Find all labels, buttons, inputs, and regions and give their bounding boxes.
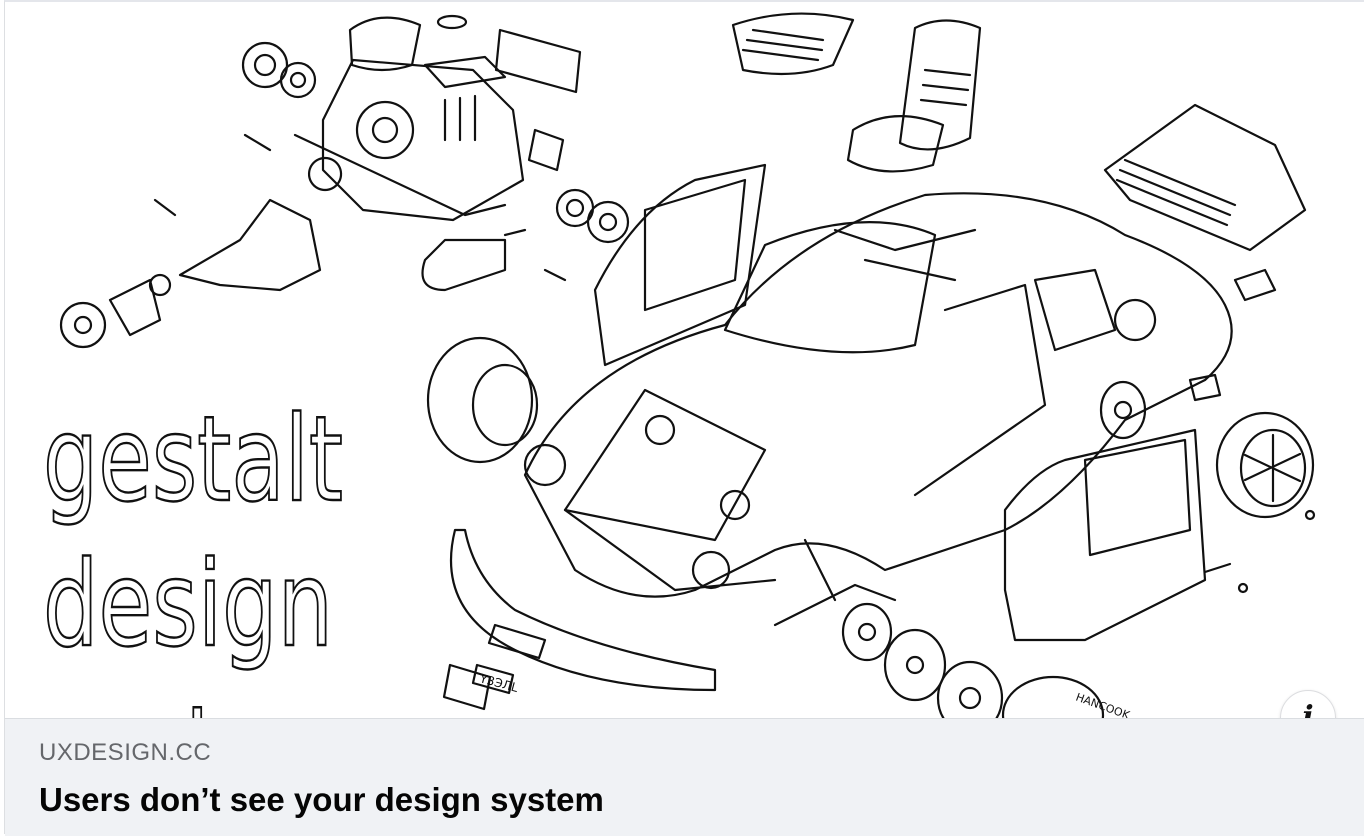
small-parts-drawing — [1188, 268, 1316, 594]
overlay-line-3: systems — [43, 680, 403, 718]
wheels-drawing — [426, 336, 1315, 718]
engine-lid-drawing — [1103, 103, 1307, 252]
doors-drawing — [593, 163, 1207, 642]
overlay-line-1: gestalt — [43, 390, 343, 528]
link-preview-image[interactable]: gestalt design systems Y3ЭЛL HANCOOK — [5, 10, 1364, 718]
engine-drawing — [241, 14, 582, 222]
link-title[interactable]: Users don’t see your design system — [39, 781, 604, 818]
bumper-drawing — [442, 528, 717, 711]
transmission-drawing — [59, 133, 630, 349]
link-preview-meta[interactable]: UXDESIGN.CC Users don’t see your design … — [5, 718, 1364, 836]
gestalt-design-systems-text: gestalt design systems — [42, 389, 404, 718]
exploded-car-illustration: gestalt design systems Y3ЭЛL HANCOOK — [42, 12, 1316, 718]
seats-drawing — [731, 12, 982, 173]
link-preview-card[interactable]: gestalt design systems Y3ЭЛL HANCOOK i U… — [4, 0, 1364, 836]
info-icon: i — [1302, 703, 1313, 733]
car-body-drawing — [523, 192, 1233, 598]
link-domain: UXDESIGN.CC — [39, 739, 212, 766]
overlay-line-2: design — [43, 535, 333, 673]
